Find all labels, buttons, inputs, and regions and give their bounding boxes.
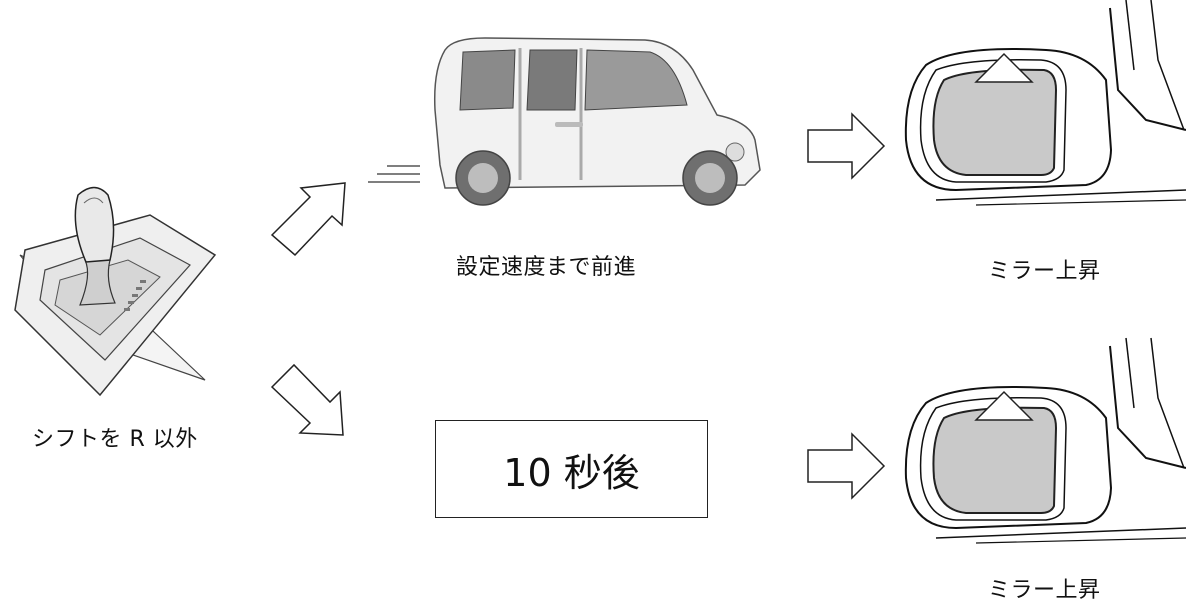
arrow-up-right-icon (270, 182, 346, 257)
car-illustration (433, 37, 761, 206)
car-caption: 設定速度まで前進 (456, 255, 637, 280)
arrow-right-icon-bottom (807, 432, 886, 500)
side-mirror-illustration-bottom (904, 337, 1186, 544)
mirror-bottom-caption: ミラー上昇 (988, 578, 1101, 603)
motion-lines (368, 165, 420, 183)
gear-shifter-illustration (14, 186, 217, 397)
shifter-caption: シフトを R 以外 (32, 427, 198, 452)
arrow-down-right-icon (270, 363, 344, 436)
arrow-right-icon-top (807, 112, 886, 180)
timer-text: 10 秒後 (503, 450, 640, 495)
side-mirror-illustration-top (904, 0, 1186, 206)
mirror-top-caption: ミラー上昇 (988, 259, 1101, 284)
timer-box: 10 秒後 (435, 420, 708, 518)
